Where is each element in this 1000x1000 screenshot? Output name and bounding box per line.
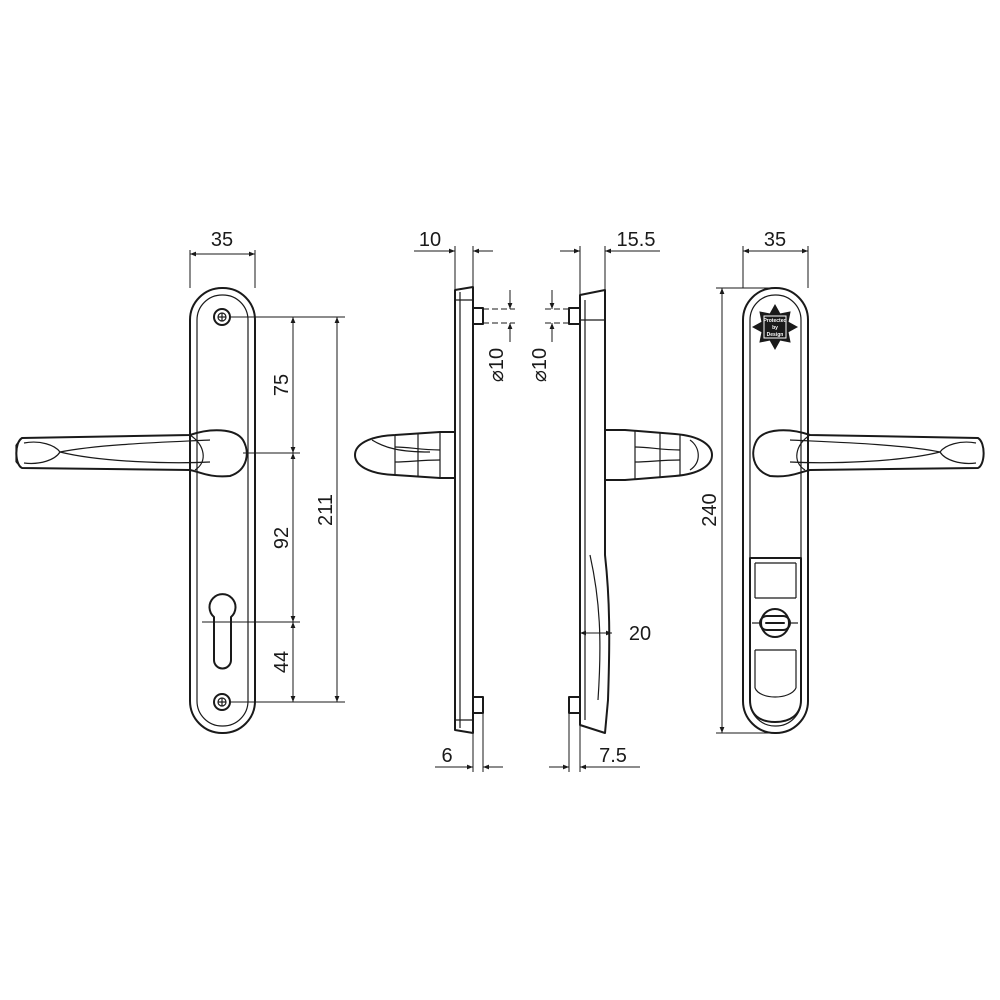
right-thickness-label: 15.5 bbox=[617, 229, 656, 251]
front-view: 35 75 92 44 211 bbox=[15, 229, 345, 734]
left-bottom-pin bbox=[472, 696, 484, 714]
badge-text-line-1: Protected bbox=[763, 318, 786, 324]
front-spacing-top-label: 75 bbox=[271, 374, 293, 396]
left-bore-label: ⌀10 bbox=[486, 348, 508, 382]
front-backplate-outline bbox=[189, 287, 256, 734]
left-top-pin bbox=[472, 307, 484, 325]
left-pin-label: 6 bbox=[441, 745, 452, 767]
right-bottom-pin bbox=[568, 696, 581, 714]
left-thickness-label: 10 bbox=[419, 229, 441, 251]
left-side-plate-outline bbox=[454, 286, 474, 734]
front-spacing-mid-label: 92 bbox=[271, 527, 293, 549]
front-spacing-bottom-label: 44 bbox=[271, 651, 293, 673]
right-side-plate-outline bbox=[579, 289, 611, 734]
right-bore-label: ⌀10 bbox=[529, 348, 551, 382]
back-backplate-inner bbox=[749, 294, 802, 727]
star-badge-icon: Protected by Design bbox=[751, 303, 799, 351]
front-width-label: 35 bbox=[211, 229, 233, 251]
left-side-handle bbox=[354, 431, 456, 479]
right-projection-label: 20 bbox=[629, 623, 651, 645]
badge-text-line-2: by bbox=[772, 325, 778, 331]
back-height-label: 240 bbox=[699, 493, 721, 526]
right-side-handle bbox=[604, 429, 713, 481]
right-top-pin bbox=[568, 307, 581, 325]
front-total-label: 211 bbox=[315, 494, 337, 526]
front-bottom-screw-icon bbox=[213, 693, 231, 711]
side-view-left: ⌀10 10 6 bbox=[354, 229, 515, 772]
front-top-screw-icon bbox=[213, 308, 231, 326]
front-lever-handle bbox=[15, 429, 248, 478]
back-backplate-outline bbox=[742, 287, 809, 734]
back-lever-handle bbox=[752, 429, 985, 478]
thumbturn-icon bbox=[752, 608, 798, 638]
back-width-label: 35 bbox=[764, 229, 786, 251]
side-view-right: ⌀10 15.5 20 7.5 bbox=[529, 229, 713, 772]
front-cylinder-keyhole-icon bbox=[208, 593, 237, 670]
back-lower-recess bbox=[749, 557, 802, 723]
right-pin-label: 7.5 bbox=[599, 745, 627, 767]
badge-text-line-3: Design bbox=[767, 332, 784, 338]
front-backplate-inner bbox=[196, 294, 249, 727]
back-view: Protected by Design bbox=[699, 229, 985, 734]
